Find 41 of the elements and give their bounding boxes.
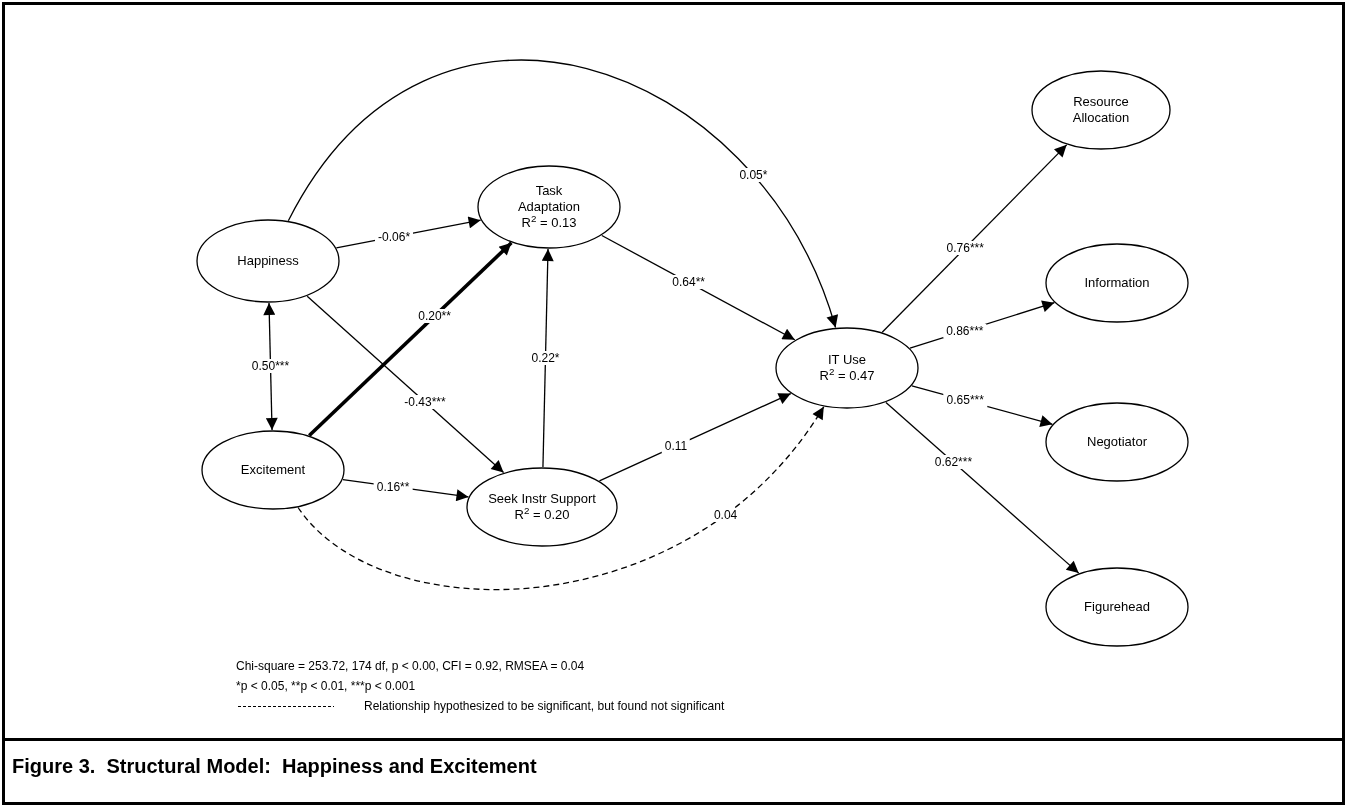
dashed-path-arrow (297, 406, 825, 591)
latent-variable-ellipse (1031, 70, 1171, 150)
path-arrow (308, 241, 513, 437)
variable-label: Happiness (236, 253, 300, 269)
variable-label: Seek Instr Support (487, 491, 597, 507)
path-arrow (881, 144, 1068, 333)
latent-variable-ellipse (1045, 243, 1189, 323)
path-coefficient: 0.64** (669, 275, 708, 290)
variable-label: R$^{2}$ = 0.20 (513, 507, 570, 523)
path-arrow (287, 59, 837, 329)
path-coefficient: 0.20** (415, 309, 454, 323)
path-coefficient: 0.16** (373, 479, 413, 494)
latent-variable-ellipse (196, 219, 340, 303)
latent-variable-ellipse (466, 467, 618, 547)
path-arrow (885, 401, 1080, 574)
variable-label: IT Use (826, 352, 868, 368)
note-text: Chi-square = 253.72, 174 df, p < 0.00, CFI = 0.92, RMSEA = 0.04 (236, 659, 586, 674)
path-coefficient: 0.86*** (943, 323, 987, 338)
latent-variable-ellipse (201, 430, 345, 510)
figure-title: Figure 3. Structural Model: Happiness and Excitement (12, 754, 537, 779)
variable-label: R$^{2}$ = 0.13 (521, 215, 577, 231)
path-coefficient: 0.65*** (943, 393, 987, 408)
latent-variable-ellipse (1045, 567, 1189, 647)
path-arrow (306, 295, 505, 474)
path-coefficient: 0.11 (661, 438, 691, 453)
variable-label: Task Adaptation (516, 183, 582, 215)
legend-text: Relationship hypothesized to be significant, but found not significant (364, 699, 725, 714)
latent-variable-ellipse (477, 165, 621, 249)
note-text: *p < 0.05, **p < 0.01, ***p < 0.001 (236, 679, 417, 694)
variable-label: Resource Allocation (1071, 94, 1131, 126)
path-arrow (541, 248, 554, 468)
path-arrow (263, 302, 278, 431)
latent-variable-ellipse (1045, 402, 1189, 482)
latent-variable-ellipse (775, 327, 919, 409)
variable-label: Excitement (239, 462, 307, 478)
variable-label: Figurehead (1083, 599, 1151, 615)
variable-label: Information (1083, 275, 1151, 291)
variable-label: Negotiator (1086, 434, 1148, 450)
variable-label: R$^{2}$ = 0.47 (818, 368, 876, 384)
path-coefficient: -0.43*** (401, 394, 449, 409)
path-coefficient: -0.06* (375, 229, 414, 244)
